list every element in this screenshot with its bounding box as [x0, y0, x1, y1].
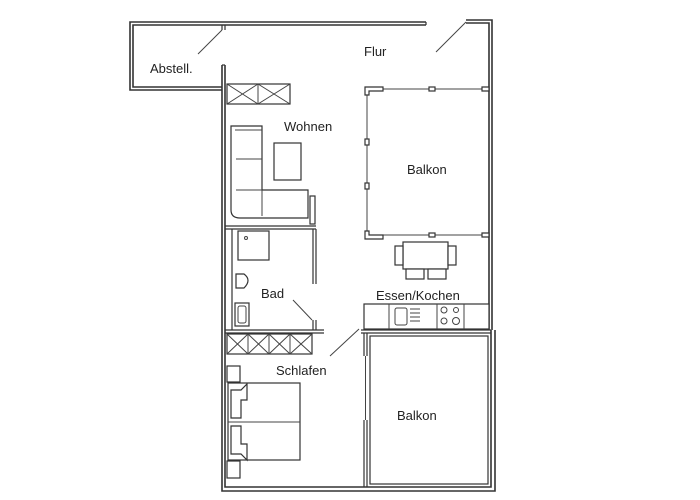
- room-label-balkon-top: Balkon: [407, 162, 447, 177]
- room-label-flur: Flur: [364, 44, 387, 59]
- wardrobe-bottom: [226, 333, 313, 355]
- outer-walls: [221, 64, 496, 492]
- room-label-abstell: Abstell.: [150, 61, 193, 76]
- hallway-walls: [435, 19, 493, 330]
- stove-burner: [440, 306, 448, 314]
- room-label-balkon-bottom: Balkon: [397, 408, 437, 423]
- wardrobe-top: [226, 83, 291, 105]
- double-bed: [226, 365, 301, 479]
- room-label-schlafen: Schlafen: [276, 363, 327, 378]
- shower: [237, 230, 270, 261]
- room-label-wohnen: Wohnen: [284, 119, 333, 134]
- kitchen-counter: [363, 303, 490, 330]
- room-label-bad: Bad: [261, 286, 285, 301]
- toilet: [235, 273, 249, 289]
- coffee-table: [273, 142, 302, 181]
- sink: [394, 307, 408, 326]
- sofa: [230, 125, 316, 225]
- shower-drain: [244, 236, 248, 240]
- bathroom-walls: [225, 225, 324, 334]
- storage-walls: [129, 21, 427, 91]
- bedroom-partition: [329, 328, 491, 487]
- dining-table: [394, 241, 457, 280]
- room-label-essen-kochen: Essen/Kochen: [376, 288, 460, 303]
- balcony-top-outline: [364, 86, 490, 240]
